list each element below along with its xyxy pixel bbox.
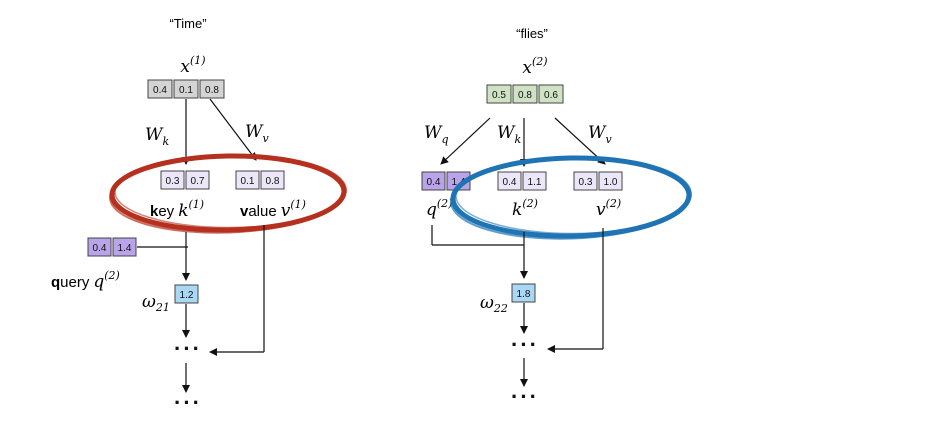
v2-vector: 0.3 1.0	[573, 171, 623, 191]
k2-vector: 0.4 1.1	[497, 171, 547, 191]
x1-value-0: 0.4	[153, 85, 167, 96]
x1-cell-0	[147, 79, 173, 99]
v2-cell-1	[598, 171, 623, 191]
ellipsis-dots-1-right: ···	[511, 332, 539, 357]
v2-value-1: 1.0	[604, 177, 618, 188]
k2-cell-0	[497, 171, 522, 191]
query2-vector: 0.4 1.4	[87, 237, 137, 257]
q2-value-1: 1.4	[452, 177, 466, 188]
left-panel: “Time” x(1) 0.4 0.1 0.8 Wk Wv 0.3 0.7	[51, 16, 347, 415]
query2-value-0: 0.4	[93, 243, 107, 254]
key1-value-0: 0.3	[166, 176, 180, 187]
omega21-label: ω21	[142, 292, 170, 314]
omega22-cell	[511, 283, 536, 303]
x1-value-1: 0.1	[179, 85, 193, 96]
token-time-label: “Time”	[169, 16, 206, 31]
arrow-x2-to-query	[440, 117, 491, 165]
wq-label: Wq	[424, 123, 449, 146]
ellipsis-dots-2-right: ···	[511, 384, 539, 409]
omega22-label: ω22	[480, 293, 508, 315]
x1-label: x(1)	[180, 54, 205, 77]
v2-value-0: 0.3	[579, 177, 593, 188]
value1-value-0: 0.1	[241, 176, 255, 187]
q2-value-0: 0.4	[427, 177, 441, 188]
ellipsis-dots-1-left: ···	[174, 336, 202, 361]
x2-vector: 0.5 0.8 0.6	[486, 84, 564, 104]
k2-cell-1	[522, 171, 547, 191]
x2-value-1: 0.8	[518, 90, 532, 101]
x1-cell-2	[199, 79, 225, 99]
x1-cell-1	[173, 79, 199, 99]
token-flies-label: “flies”	[516, 26, 548, 41]
red-highlight-ellipse	[109, 153, 347, 234]
wv-label-left: Wv	[245, 122, 269, 145]
query2-value-1: 1.4	[118, 243, 132, 254]
value1-cell-0	[235, 170, 260, 190]
wk-label-left: Wk	[145, 125, 169, 148]
omega22-value: 1.8	[517, 289, 531, 300]
x1-vector: 0.4 0.1 0.8	[147, 79, 225, 99]
x2-cell-0	[486, 84, 512, 104]
omega22-box: 1.8	[511, 283, 536, 303]
x1-value-2: 0.8	[205, 85, 219, 96]
key1-cell-0	[160, 170, 185, 190]
wk-label-right: Wk	[497, 123, 521, 146]
x2-value-2: 0.6	[544, 90, 558, 101]
q2-cell-0	[421, 171, 446, 191]
x2-value-0: 0.5	[492, 90, 506, 101]
arrow-x1-to-value	[209, 98, 257, 161]
x2-cell-2	[538, 84, 564, 104]
x2-cell-1	[512, 84, 538, 104]
key1-cell-1	[185, 170, 210, 190]
key1-value-1: 0.7	[191, 176, 205, 187]
value1-vector: 0.1 0.8	[235, 170, 285, 190]
k2-label: k(2)	[512, 197, 538, 220]
v2-cell-0	[573, 171, 598, 191]
v2-label: v(2)	[596, 197, 621, 220]
k2-value-0: 0.4	[503, 177, 517, 188]
q2-vector: 0.4 1.4	[421, 171, 471, 191]
x2-label: x(2)	[522, 55, 547, 78]
query2-cell-1	[112, 237, 137, 257]
query2-cell-0	[87, 237, 112, 257]
omega21-cell	[174, 284, 199, 304]
right-panel: “flies” x(2) 0.5 0.8 0.6 Wq Wk Wv	[421, 26, 692, 409]
ellipsis-dots-2-left: ···	[174, 390, 202, 415]
key1-vector: 0.3 0.7	[160, 170, 210, 190]
blue-highlight-ellipse	[450, 155, 692, 240]
omega21-box: 1.2	[174, 284, 199, 304]
value1-value-1: 0.8	[266, 176, 280, 187]
value1-cell-1	[260, 170, 285, 190]
q2-label: q(2)	[426, 197, 452, 220]
omega21-value: 1.2	[180, 290, 194, 301]
wv-label-right: Wv	[588, 123, 612, 146]
k2-value-1: 1.1	[528, 177, 542, 188]
